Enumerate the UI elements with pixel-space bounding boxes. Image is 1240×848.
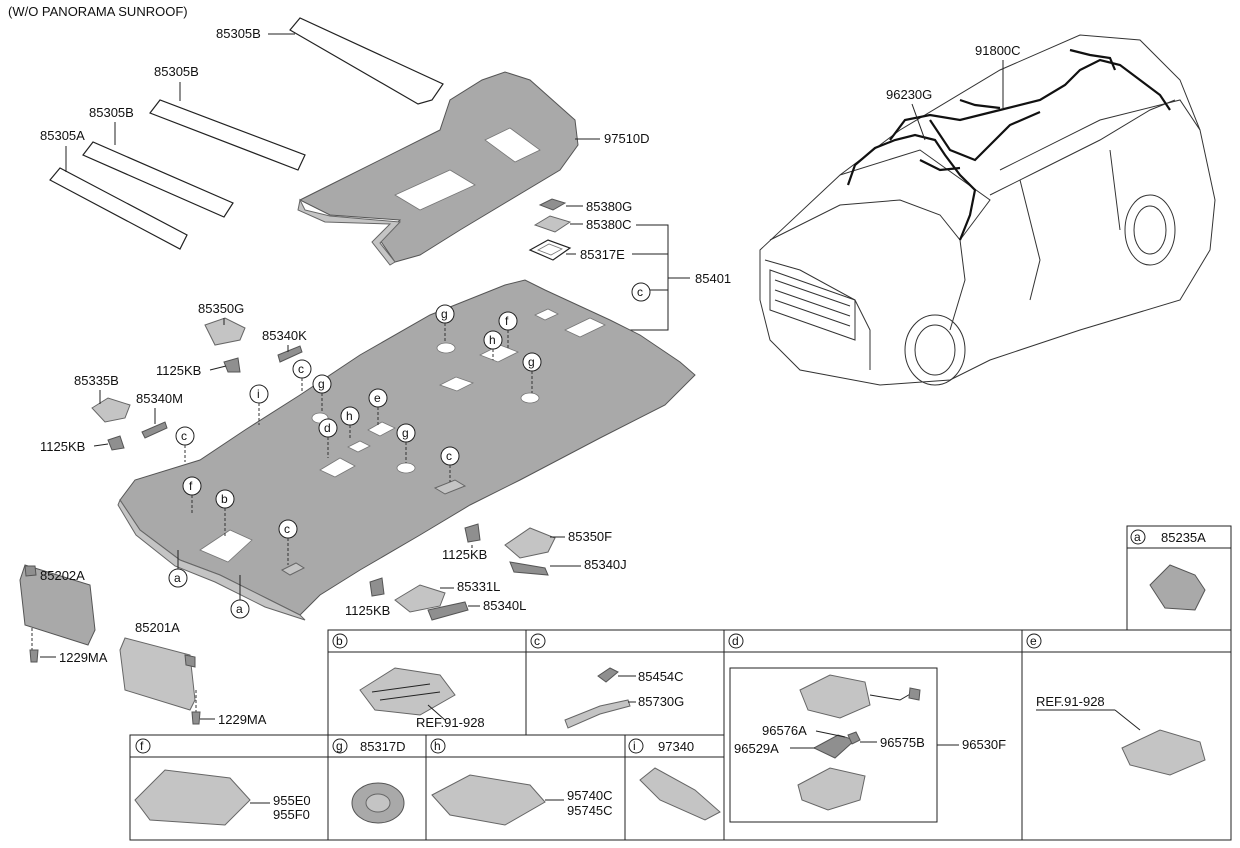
callout-f-2: f [189,479,193,493]
label-85331L: 85331L [457,579,500,594]
label-1125KB-b: 1125KB [40,439,85,454]
variant-note: (W/O PANORAMA SUNROOF) [8,4,188,19]
panel-g-part: 85317D [360,739,406,754]
label-85380C: 85380C [586,217,632,232]
label-1125KB-c: 1125KB [442,547,487,562]
callout-c-85401-text: c [637,285,643,299]
dome-parts [528,198,572,261]
panel-h-key: h [434,739,441,753]
callout-e: e [374,391,381,405]
assist-handles [91,317,556,621]
label-85317E: 85317E [580,247,625,262]
label-85350G: 85350G [198,301,244,316]
panel-c-part-0: 85454C [638,669,684,684]
panel-f-part-0: 955E0 [273,793,311,808]
headliner-85401 [117,279,696,621]
callout-b: b [221,492,228,506]
panel-g: g 85317D [332,738,406,824]
panel-h-part-1: 95745C [567,803,613,818]
panel-i: i 97340 [628,738,721,821]
panel-c: c 85454C 85730G [530,633,684,729]
panel-e-key: e [1030,634,1037,648]
callout-c-2: c [446,449,452,463]
panel-g-key: g [336,739,343,753]
label-1125KB-d: 1125KB [345,603,390,618]
sun-visors [19,564,201,725]
label-97510D: 97510D [604,131,650,146]
label-1229MA-b: 1229MA [218,712,267,727]
panel-h-part-0: 95740C [567,788,613,803]
callout-g-1: g [441,307,448,321]
label-91800C: 91800C [975,43,1021,58]
callout-h-1: h [489,333,496,347]
panel-f: f 955E0 955F0 [134,738,311,826]
label-1125KB-a: 1125KB [156,363,201,378]
label-85305B-mid: 85305B [154,64,199,79]
roof-wiring-harness [846,48,1171,241]
label-85305A: 85305A [40,128,85,143]
callout-g-3: g [318,377,325,391]
callout-c-1: c [298,362,304,376]
label-85340K: 85340K [262,328,307,343]
panel-i-key: i [633,739,636,753]
panel-f-part-1: 955F0 [273,807,310,822]
panel-c-part-1: 85730G [638,694,684,709]
panel-c-key: c [534,634,540,648]
panel-d-part-1: 96575B [880,735,925,750]
panel-d-part-0: 96576A [762,723,807,738]
panel-b: b REF.91-928 [332,633,485,730]
panel-a-key: a [1134,530,1141,544]
panel-f-key: f [140,739,144,753]
panel-a-part: 85235A [1161,530,1206,545]
label-85305B-low: 85305B [89,105,134,120]
headliner-pads [49,17,444,250]
panel-b-ref: REF.91-928 [416,715,485,730]
label-85305B-top: 85305B [216,26,261,41]
headliner-callouts: g f h g c g e i h d g c c f b c a a [168,304,542,619]
callout-d: d [324,421,331,435]
callout-h-2: h [346,409,353,423]
roof-bracket-97510D [297,71,579,266]
label-85350F: 85350F [568,529,612,544]
label-85335B: 85335B [74,373,119,388]
label-96230G: 96230G [886,87,932,102]
panel-d-part-2: 96529A [734,741,779,756]
callout-c-85401 [631,282,651,302]
panel-d: d 96576A 96575B 96529A 96530F [728,633,1006,823]
callout-c-4: c [284,522,290,536]
vehicle-illustration [759,34,1216,386]
panel-d-key: d [732,634,739,648]
panel-i-part: 97340 [658,739,694,754]
callout-g-4: g [402,426,409,440]
callout-c-3: c [181,429,187,443]
label-85340M: 85340M [136,391,183,406]
panel-e-ref: REF.91-928 [1036,694,1105,709]
callout-g-2: g [528,355,535,369]
callout-f-1: f [505,314,509,328]
callout-i: i [257,387,260,401]
panel-a: a 85235A [1126,525,1232,631]
label-85340L: 85340L [483,598,526,613]
panel-b-key: b [336,634,343,648]
label-85340J: 85340J [584,557,627,572]
label-85401: 85401 [695,271,731,286]
label-85201A: 85201A [135,620,180,635]
label-85202A: 85202A [40,568,85,583]
panel-d-part-3: 96530F [962,737,1006,752]
callout-a-1: a [174,571,181,585]
panel-h: h 95740C 95745C [430,738,613,826]
callout-a-2: a [236,602,243,616]
label-85380G: 85380G [586,199,632,214]
panel-e: e REF.91-928 [1026,633,1206,776]
label-1229MA-a: 1229MA [59,650,108,665]
